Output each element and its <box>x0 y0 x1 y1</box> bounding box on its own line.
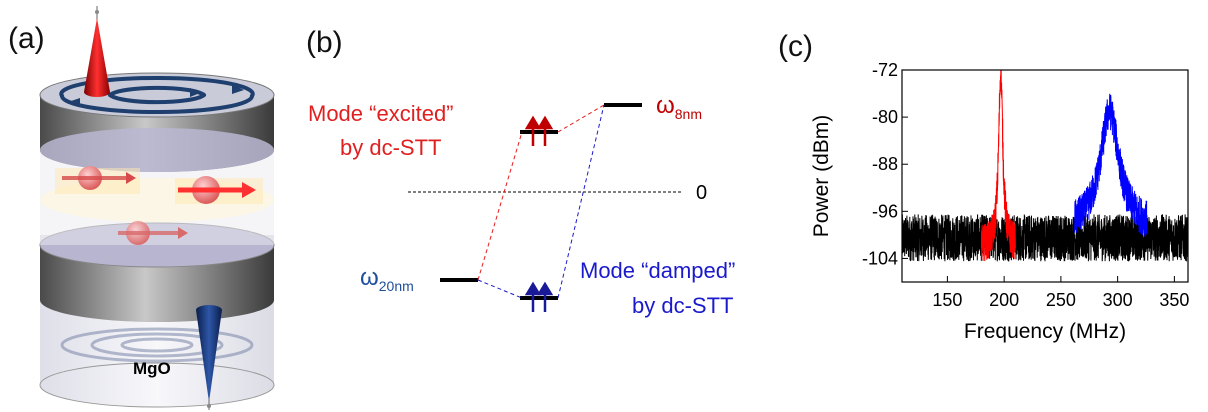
x-tick-label: 150 <box>932 290 962 310</box>
y-tick-label: -80 <box>872 107 898 127</box>
panel-c-label: (c) <box>778 30 813 63</box>
excited-connections <box>477 104 605 281</box>
omega-20nm-label: ω20nm <box>360 264 414 294</box>
x-tick-label: 300 <box>1103 290 1133 310</box>
x-tick-label: 200 <box>989 290 1019 310</box>
y-tick-label: -104 <box>862 248 898 268</box>
damped-spin-arrows <box>524 281 554 312</box>
damped-connections <box>477 104 605 299</box>
zero-label: 0 <box>696 182 707 204</box>
y-tick-label: -88 <box>872 154 898 174</box>
mode-diagram: 0 Mode “excited” by dc-STT Mode “damped”… <box>308 92 735 318</box>
red-peak-series <box>980 70 1016 262</box>
excited-label-line2: by dc-STT <box>340 135 441 160</box>
device-schematic: MgO <box>39 6 275 410</box>
spin-electrons <box>55 166 263 245</box>
damped-label-line1: Mode “damped” <box>580 258 735 283</box>
y-tick-label: -72 <box>872 60 898 80</box>
damped-label-line2: by dc-STT <box>632 293 733 318</box>
panel-a-label: (a) <box>8 22 45 55</box>
panel-b-label: (b) <box>306 26 343 59</box>
background-noise-series <box>902 214 1188 262</box>
plot-frame <box>901 69 1189 283</box>
x-axis-label: Frequency (MHz) <box>964 320 1126 343</box>
spectrum-chart: 150 200 250 300 350 -72 -80 -88 -96 -104Frequency… <box>810 60 1189 343</box>
lower-vortex <box>60 327 254 363</box>
mgo-label: MgO <box>133 359 171 378</box>
excited-label-line1: Mode “excited” <box>308 101 454 126</box>
omega-8nm-label: ω8nm <box>656 92 702 122</box>
top-polarizer-cone <box>84 6 110 97</box>
blue-peak-series <box>1074 93 1148 237</box>
y-tick-label: -96 <box>872 201 898 221</box>
x-tick-label: 250 <box>1046 290 1076 310</box>
excited-spin-arrows <box>524 115 554 146</box>
y-axis-label: Power (dBm) <box>810 115 833 238</box>
x-tick-label: 350 <box>1159 290 1189 310</box>
bottom-polarizer-cone <box>196 305 222 410</box>
